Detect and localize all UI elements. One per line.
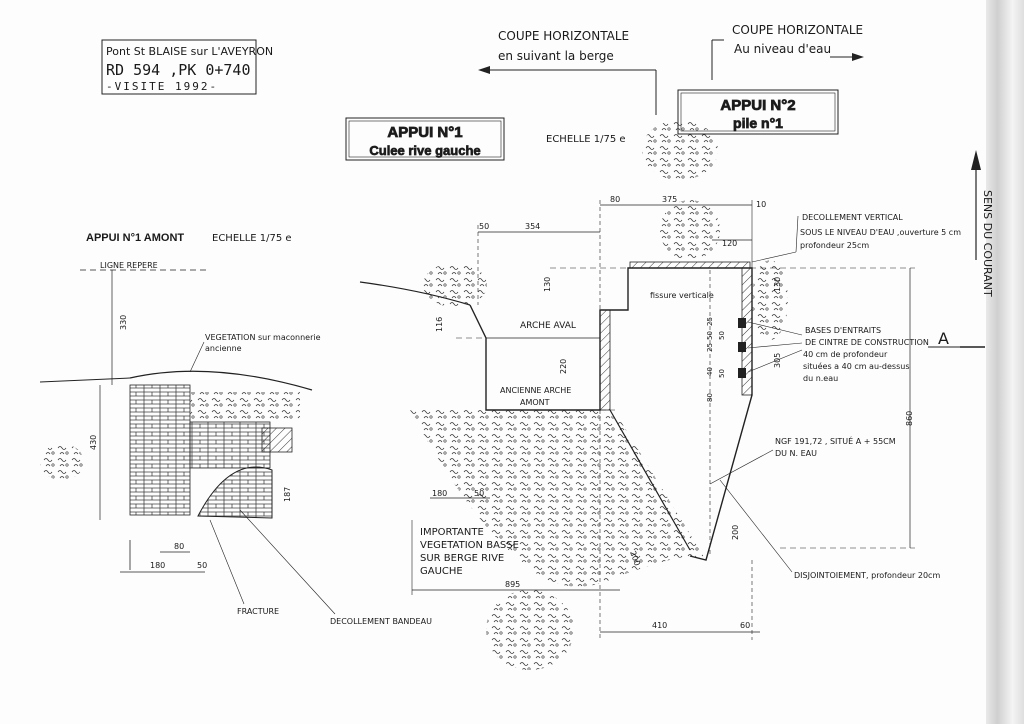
ancienne-arche-label-1: ANCIENNE ARCHE — [500, 386, 571, 395]
abutment-masonry — [129, 384, 191, 516]
dim-50-amont: 50 — [197, 561, 207, 570]
current-direction: SENS DU COURANT — [971, 150, 994, 297]
bases-entraits-4: situées a 40 cm au-dessus — [803, 361, 910, 371]
scan-edge — [986, 0, 1024, 724]
dim-25-b: 25 — [706, 343, 714, 352]
appui-1-box: APPUI N°1 Culee rive gauche — [345, 117, 505, 161]
title-line-3: -VISITE 1992- — [106, 80, 218, 93]
appui-2-box: APPUI N°2 pile n°1 — [677, 89, 839, 135]
dim-116: 116 — [435, 317, 444, 332]
vegetation-label-1: VEGETATION sur maconnerie — [205, 333, 321, 342]
bases-entraits-3: 40 cm de profondeur — [803, 350, 888, 359]
dim-187: 187 — [283, 487, 292, 502]
dim-200-b: 200 — [731, 525, 740, 540]
vegetation-label-2: ancienne — [205, 344, 242, 353]
ngf-label-1: NGF 191,72 , SITUÉ A + 55CM — [775, 435, 896, 446]
coupe-eau-label: COUPE HORIZONTALE Au niveau d'eau — [711, 23, 864, 80]
echelle-main: ECHELLE 1/75 e — [546, 134, 626, 145]
arrow-up-icon — [971, 150, 981, 170]
dim-430: 430 — [89, 435, 98, 450]
dim-50-c: 50 — [718, 331, 726, 340]
fissure-label: fissure verticale — [650, 291, 714, 300]
fracture-label: FRACTURE — [237, 607, 279, 616]
dim-120: 120 — [722, 239, 737, 248]
ngf-label-2: DU N. EAU — [775, 449, 817, 458]
dim-375: 375 — [662, 195, 677, 204]
dim-80-amont: 80 — [174, 542, 184, 551]
vegetation-basse-label-4: GAUCHE — [420, 566, 463, 577]
decollement-vertical-1: DECOLLEMENT VERTICAL — [802, 213, 903, 222]
dim-80-top: 80 — [610, 195, 620, 204]
decollement-vertical-2: SOUS LE NIVEAU D'EAU ,ouverture 5 cm — [800, 228, 961, 237]
dim-50-d: 50 — [718, 369, 726, 378]
sens-du-courant-label: SENS DU COURANT — [981, 190, 994, 297]
coupe-eau-subtitle: Au niveau d'eau — [734, 42, 831, 56]
title-line-2: RD 594 ,PK 0+740 — [106, 61, 251, 79]
appui-1-subtitle: Culee rive gauche — [369, 143, 480, 158]
vegetation-basse-label-2: VEGETATION BASSE — [420, 540, 519, 551]
title-block: Pont St BLAISE sur L'AVEYRON RD 594 ,PK … — [101, 39, 273, 95]
bases-entraits-5: du n.eau — [803, 374, 838, 383]
arrow-left-icon — [478, 66, 490, 74]
title-line-1: Pont St BLAISE sur L'AVEYRON — [106, 45, 273, 58]
arrow-right-icon — [852, 53, 864, 61]
coupe-berge-subtitle: en suivant la berge — [498, 49, 614, 63]
ancienne-arche-label-2: AMONT — [520, 398, 550, 407]
appui-1-title: APPUI N°1 — [387, 124, 462, 141]
coupe-berge-label: COUPE HORIZONTALE en suivant la berge — [478, 29, 657, 115]
ligne-repere-label: LIGNE REPERE — [100, 261, 158, 270]
abutment-outline — [469, 267, 753, 561]
dim-50-top: 50 — [479, 222, 489, 231]
amont-elevation: LIGNE REPERE 180 50 80 330 430 187 VEGET… — [39, 261, 432, 626]
appui-2-title: APPUI N°2 — [720, 97, 795, 114]
dim-895: 895 — [505, 580, 520, 589]
dim-305: 305 — [773, 353, 782, 368]
vegetation-basse-label-3: SUR BERGE RIVE — [420, 553, 504, 564]
dim-10: 10 — [756, 200, 766, 209]
horizontal-section: 50 354 80 375 10 120 130 116 220 130 25 … — [359, 120, 961, 670]
section-marker-letter: A — [938, 329, 949, 348]
coupe-berge-title: COUPE HORIZONTALE — [498, 29, 629, 43]
dim-220: 220 — [559, 359, 568, 374]
dim-130-left: 130 — [543, 277, 552, 292]
dim-410: 410 — [652, 621, 667, 630]
dark-void — [261, 427, 293, 453]
dim-330: 330 — [119, 315, 128, 330]
dim-40: 40 — [706, 367, 714, 376]
dim-80-right: 80 — [706, 393, 714, 402]
echelle-amont: ECHELLE 1/75 e — [212, 233, 292, 244]
decollement-bandeau-label: DECOLLEMENT BANDEAU — [330, 617, 432, 626]
bases-entraits-2: DE CINTRE DE CONSTRUCTION — [805, 338, 929, 347]
dim-25-a: 25 — [706, 317, 714, 326]
dim-130-right: 130 — [773, 277, 782, 292]
section-marker-a: A — [928, 329, 985, 348]
dim-354: 354 — [525, 222, 540, 231]
dim-60: 60 — [740, 621, 750, 630]
vegetation-masonry — [190, 392, 300, 420]
dim-180-amont: 180 — [150, 561, 165, 570]
dim-860: 860 — [905, 411, 914, 426]
decollement-vertical-3: profondeur 25cm — [800, 241, 869, 250]
dim-50-bottom: 50 — [474, 489, 484, 498]
appui-2-subtitle: pile n°1 — [733, 115, 783, 131]
bases-entraits-1: BASES D'ENTRAITS — [805, 326, 881, 335]
coupe-eau-title: COUPE HORIZONTALE — [732, 23, 863, 37]
arche-aval-label: ARCHE AVAL — [520, 321, 576, 331]
vegetation-berge — [410, 410, 706, 587]
disjointoiement-label: DISJOINTOIEMENT, profondeur 20cm — [794, 571, 940, 580]
vegetation-basse-label-1: IMPORTANTE — [420, 527, 484, 538]
arch-ring — [197, 466, 273, 519]
dim-50-b: 50 — [706, 331, 714, 340]
appui-amont-title: APPUI N°1 AMONT — [86, 232, 184, 244]
dim-180-bottom: 180 — [432, 489, 447, 498]
